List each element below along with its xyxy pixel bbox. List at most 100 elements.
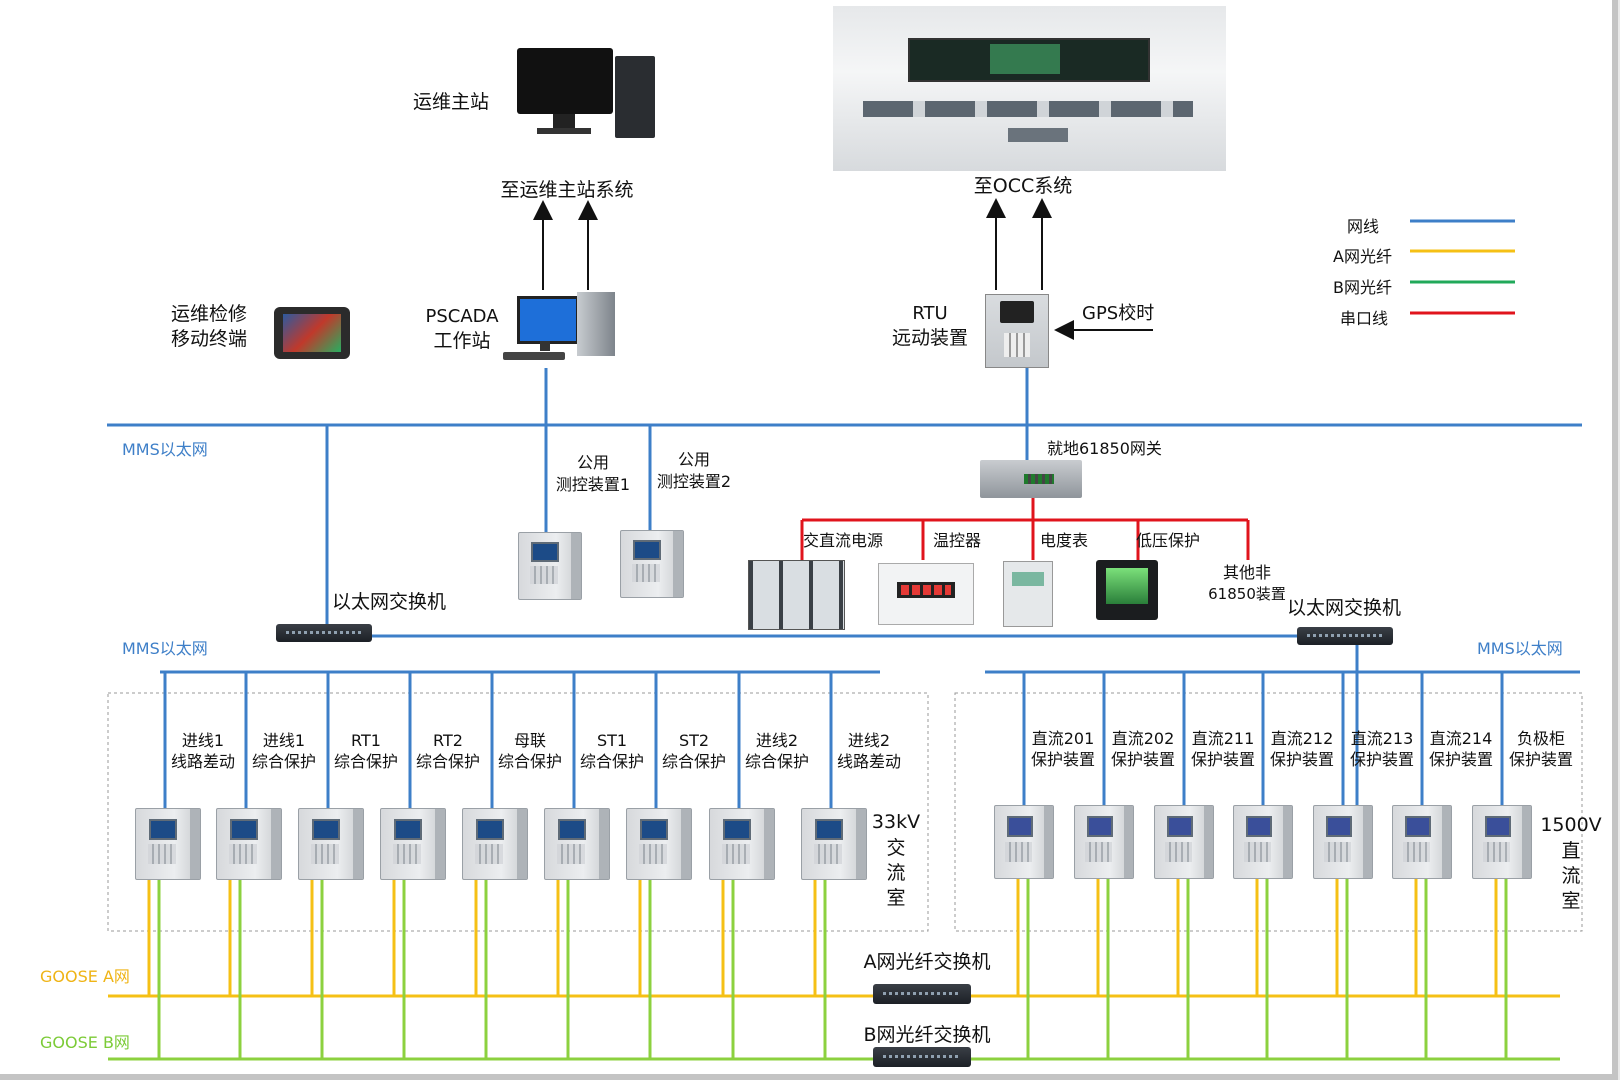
ac-device-label-8-1: 进线2: [847, 731, 891, 750]
occ-control-room-image: [833, 6, 1226, 171]
mobile-terminal-label-2: 移动终端: [171, 328, 248, 350]
dc-device-label-1-1: 直流202: [1111, 729, 1175, 748]
common-dev2-label-2: 测控装置2: [656, 472, 732, 491]
lv-protection-icon: [1096, 560, 1158, 620]
ac-device-label-5-2: 综合保护: [579, 752, 645, 771]
dc-device-label-3-2: 保护装置: [1269, 750, 1335, 769]
dc-protection-device-1: [1074, 805, 1134, 879]
gps-label: GPS校时: [1082, 303, 1155, 324]
ac-room-title-char-2: 流: [886, 862, 906, 884]
rtu-label-1: RTU: [912, 303, 948, 324]
legend-serial-label: 串口线: [1340, 309, 1389, 328]
fiber-b-switch-icon: [873, 1047, 971, 1067]
dc-device-label-5-2: 保护装置: [1428, 750, 1494, 769]
dc-room-title-char-1: 直: [1561, 840, 1581, 862]
dc-device-label-3-1: 直流212: [1270, 729, 1334, 748]
ac-device-label-2-1: RT1: [351, 731, 381, 750]
ac-room-title-1: 33kV: [871, 811, 921, 833]
gw-item-meter-label: 电度表: [1040, 531, 1089, 550]
ac-device-label-3-2: 综合保护: [415, 752, 481, 771]
gw-item-other-label-1: 其他非: [1222, 563, 1272, 582]
ac-protection-device-8: [801, 808, 867, 880]
ac-protection-device-0: [135, 808, 201, 880]
ac-room-box: [107, 692, 929, 932]
ops-station-label: 运维主站: [413, 91, 490, 113]
ethernet-switch-left-icon: [276, 624, 372, 642]
switch-left-label: 以太网交换机: [332, 591, 447, 613]
ac-device-label-3-1: RT2: [433, 731, 463, 750]
mms-left-label: MMS以太网: [122, 639, 208, 658]
ethernet-switch-right-icon: [1297, 627, 1393, 645]
ac-protection-device-7: [709, 808, 775, 880]
gw-item-lv-label: 低压保护: [1136, 531, 1201, 550]
dc-device-label-6-2: 保护装置: [1508, 750, 1574, 769]
ac-device-label-7-1: 进线2: [755, 731, 799, 750]
ac-protection-device-3: [380, 808, 446, 880]
gateway-label: 就地61850网关: [1047, 439, 1162, 458]
ac-protection-device-4: [462, 808, 528, 880]
ac-device-label-6-2: 综合保护: [661, 752, 727, 771]
gw-item-power-label: 交直流电源: [803, 531, 884, 550]
goose-b-label: GOOSE B网: [40, 1033, 130, 1052]
to-occ-label: 至OCC系统: [973, 175, 1073, 197]
ac-protection-device-5: [544, 808, 610, 880]
switch-right-label: 以太网交换机: [1287, 597, 1402, 619]
dc-device-label-4-1: 直流213: [1350, 729, 1414, 748]
ac-device-label-8-2: 线路差动: [836, 752, 902, 771]
common-control-device-2: [620, 530, 684, 598]
mobile-terminal-label-1: 运维检修: [171, 303, 248, 325]
dc-device-label-5-1: 直流214: [1429, 729, 1493, 748]
ac-device-label-4-2: 综合保护: [497, 752, 563, 771]
gw-item-temp-label: 温控器: [933, 531, 982, 550]
dc-device-label-0-1: 直流201: [1031, 729, 1095, 748]
acdc-power-cabinet-icon: [748, 560, 845, 630]
common-dev2-label-1: 公用: [677, 450, 711, 469]
ac-device-label-0-1: 进线1: [181, 731, 225, 750]
energy-meter-icon: [1003, 561, 1053, 627]
mms-top-label: MMS以太网: [122, 440, 208, 459]
ac-protection-device-1: [216, 808, 282, 880]
ac-device-label-1-1: 进线1: [262, 731, 306, 750]
ac-protection-device-2: [298, 808, 364, 880]
temp-controller-icon: [878, 563, 974, 625]
dc-device-label-2-2: 保护装置: [1190, 750, 1256, 769]
fiber-a-switch-label: A网光纤交换机: [863, 951, 991, 973]
dc-device-label-4-2: 保护装置: [1349, 750, 1415, 769]
goose-a-label: GOOSE A网: [40, 967, 130, 986]
dc-protection-device-6: [1472, 805, 1532, 879]
dc-room-title-1: 1500V: [1540, 814, 1602, 836]
dc-protection-device-5: [1392, 805, 1452, 879]
dc-device-label-2-1: 直流211: [1191, 729, 1255, 748]
dc-device-label-0-2: 保护装置: [1030, 750, 1096, 769]
legend-fiber-b-label: B网光纤: [1333, 278, 1392, 297]
gateway-device-icon: [980, 460, 1082, 498]
legend-net-label: 网线: [1347, 217, 1380, 236]
ac-room-title-char-1: 交: [886, 837, 906, 859]
dc-device-label-6-1: 负极柜: [1516, 729, 1566, 748]
mms-right-label: MMS以太网: [1477, 639, 1563, 658]
dc-device-label-1-2: 保护装置: [1110, 750, 1176, 769]
ac-room-title-char-3: 室: [886, 887, 906, 909]
pscada-label-1: PSCADA: [425, 306, 499, 327]
fiber-b-switch-label: B网光纤交换机: [863, 1024, 991, 1046]
to-ops-system-label: 至运维主站系统: [500, 179, 634, 201]
common-control-device-1: [518, 532, 582, 600]
dc-room-title-char-2: 流: [1561, 865, 1581, 887]
ac-device-label-0-2: 线路差动: [170, 752, 236, 771]
fiber-a-switch-icon: [873, 984, 971, 1004]
dc-protection-device-2: [1154, 805, 1214, 879]
dc-protection-device-4: [1313, 805, 1373, 879]
dc-room-title-char-3: 室: [1561, 890, 1581, 912]
pscada-workstation-icon: [503, 292, 615, 364]
dc-protection-device-3: [1233, 805, 1293, 879]
pscada-label-2: 工作站: [433, 330, 491, 352]
serial-lines: [800, 497, 1250, 560]
ac-device-label-4-1: 母联: [513, 731, 547, 750]
rtu-label-2: 远动装置: [891, 327, 969, 349]
ops-station-computer-icon: [515, 48, 657, 140]
legend-fiber-a-label: A网光纤: [1333, 247, 1392, 266]
common-dev1-label-1: 公用: [576, 453, 610, 472]
ac-device-label-7-2: 综合保护: [744, 752, 810, 771]
common-dev1-label-2: 测控装置1: [555, 475, 631, 494]
